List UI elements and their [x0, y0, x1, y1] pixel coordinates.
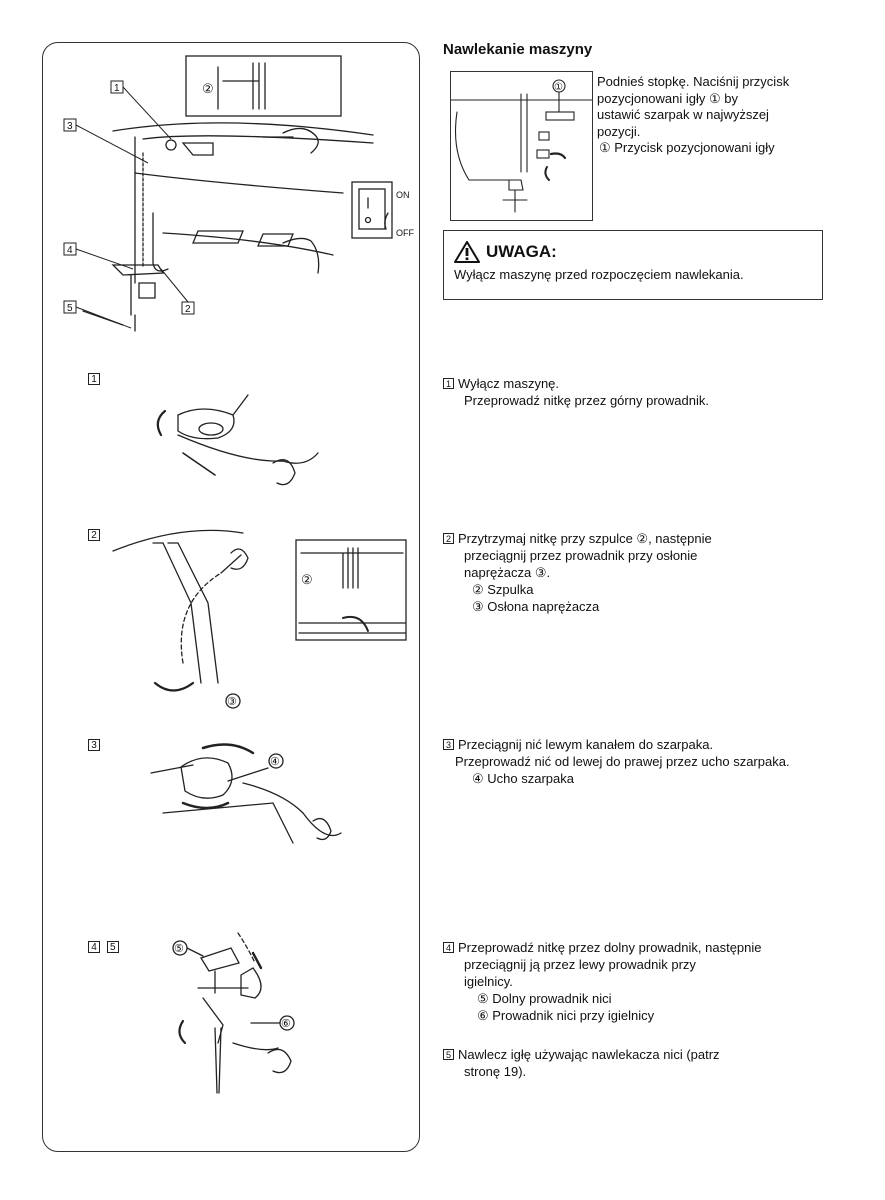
eye-mark: ④: [270, 756, 280, 768]
guide-mark: ⑤: [174, 943, 184, 955]
callout-4: 4: [67, 245, 73, 256]
callout-5: 5: [67, 303, 73, 314]
intro-text: Podnieś stopkę. Naciśnij przycisk pozycj…: [597, 74, 847, 157]
threading-illustrations: 1 3 4 2 5 ② ON OFF: [43, 43, 421, 1153]
warning-title: UWAGA:: [454, 241, 812, 263]
callout-1: 1: [114, 83, 120, 94]
warning-text: Wyłącz maszynę przed rozpoczęciem nawlek…: [454, 267, 812, 282]
needle-button-figure: ①: [450, 71, 593, 221]
panel-label-1: 1: [88, 373, 104, 386]
panel-label-4-5: 4 5: [88, 941, 123, 954]
button-mark: ①: [554, 82, 563, 93]
page-title: Nawlekanie maszyny: [443, 41, 592, 58]
needle-button-illustration: ①: [451, 72, 592, 220]
spool-mark-panel2: ②: [301, 572, 313, 587]
callout-2: 2: [185, 304, 191, 315]
switch-on-label: ON: [396, 190, 410, 200]
warning-box: UWAGA: Wyłącz maszynę przed rozpoczęciem…: [443, 230, 823, 300]
panel-label-2: 2: [88, 529, 104, 542]
switch-off-label: OFF: [396, 228, 414, 238]
intro-annotation: ① Przycisk pozycjonowani igły: [597, 140, 847, 157]
warning-icon: [454, 241, 480, 263]
panel-label-3: 3: [88, 739, 104, 752]
tension-mark: ③: [227, 696, 237, 708]
bar-guide-mark: ⑥: [281, 1018, 291, 1030]
illustration-panel: 1 3 4 2 5 ② ON OFF: [42, 42, 420, 1152]
callout-3: 3: [67, 121, 73, 132]
spool-mark-main: ②: [202, 81, 214, 96]
